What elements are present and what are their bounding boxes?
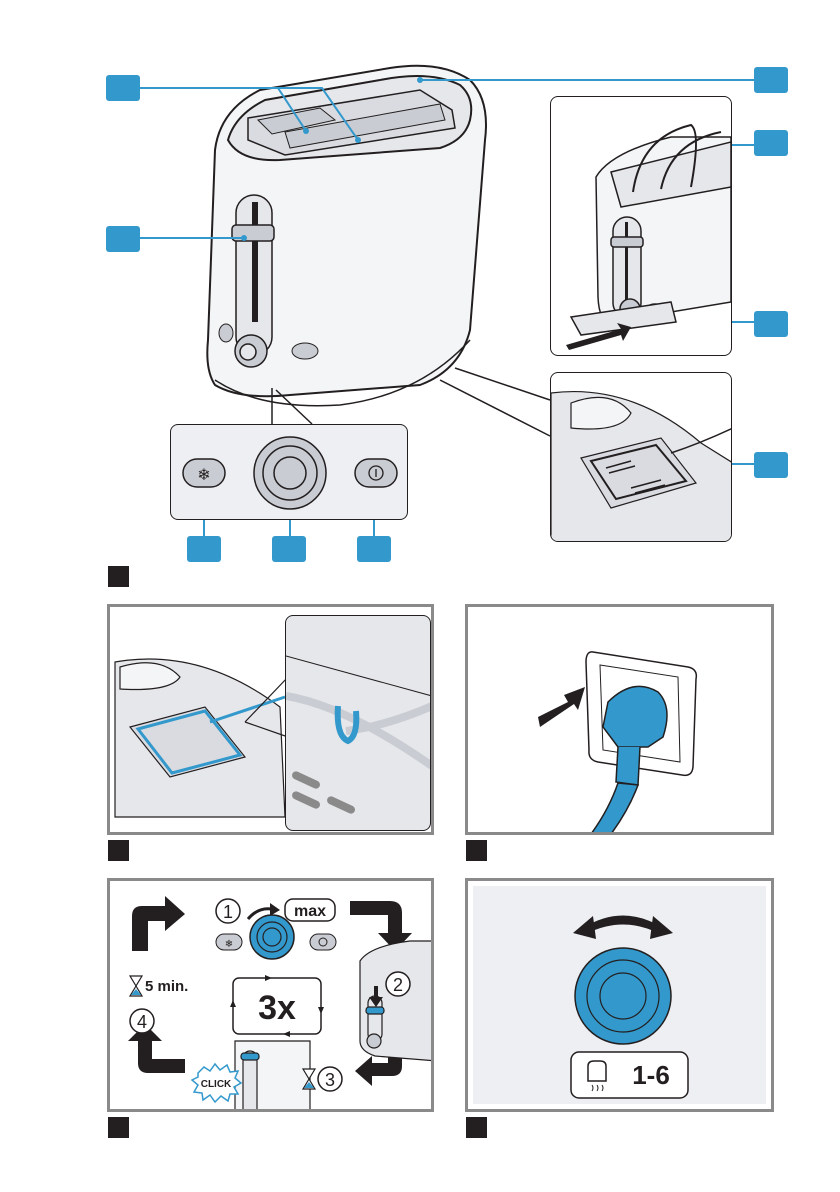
plug-illustration — [468, 607, 774, 835]
callout-crumb-tray — [754, 311, 788, 337]
step-1-label: 1 — [223, 902, 233, 922]
callout-bun-warmer-rack — [754, 130, 788, 156]
browning-range-label: 1-6 — [632, 1060, 670, 1090]
browning-illustration: 1-6 — [468, 881, 774, 1112]
overview-figure: ❄ — [0, 0, 840, 600]
first-use-illustration: 1 max ❄ 3x 5 min. 4 — [110, 881, 434, 1112]
cable-storage-inset — [550, 372, 732, 542]
figure-label-cable — [108, 840, 129, 861]
toaster-main-illustration — [207, 66, 486, 406]
arrow-top-left-icon — [132, 896, 185, 951]
cable-figure — [107, 604, 434, 835]
callout-toasting-slots — [106, 75, 140, 101]
figure-label-first-use — [108, 1117, 129, 1138]
bun-warmer-inset — [550, 96, 732, 356]
rotate-both-ways-icon — [583, 916, 663, 934]
wait-label: 5 min. — [145, 978, 188, 995]
first-use-figure: 1 max ❄ 3x 5 min. 4 — [107, 878, 434, 1112]
step-4-label: 4 — [137, 1012, 147, 1032]
figure-label-browning — [466, 1117, 487, 1138]
callout-cable-storage — [754, 452, 788, 478]
figure-label-overview — [108, 566, 129, 587]
hourglass-icon — [130, 976, 142, 996]
cable-clip-detail — [285, 615, 431, 831]
max-label: max — [294, 903, 326, 920]
plug-figure — [465, 604, 774, 835]
callout-stop-button — [357, 536, 391, 562]
figure-label-plug — [466, 840, 487, 861]
step-2-label: 2 — [393, 975, 403, 995]
snowflake-icon: ❄ — [197, 467, 210, 484]
snowflake-icon: ❄ — [225, 939, 233, 950]
callout-defrost-button — [187, 536, 221, 562]
callout-browning-control — [272, 536, 306, 562]
repeat-label: 3x — [258, 989, 296, 1027]
control-panel-inset: ❄ — [170, 424, 408, 520]
browning-figure: 1-6 — [465, 878, 774, 1112]
callout-lift-lever — [106, 226, 140, 252]
cable-clip-highlight — [338, 706, 357, 741]
click-label: CLICK — [201, 1079, 232, 1090]
push-arrow-icon — [538, 687, 585, 727]
step-3-label: 3 — [325, 1070, 335, 1090]
callout-bun-warmer-lever — [754, 67, 788, 93]
